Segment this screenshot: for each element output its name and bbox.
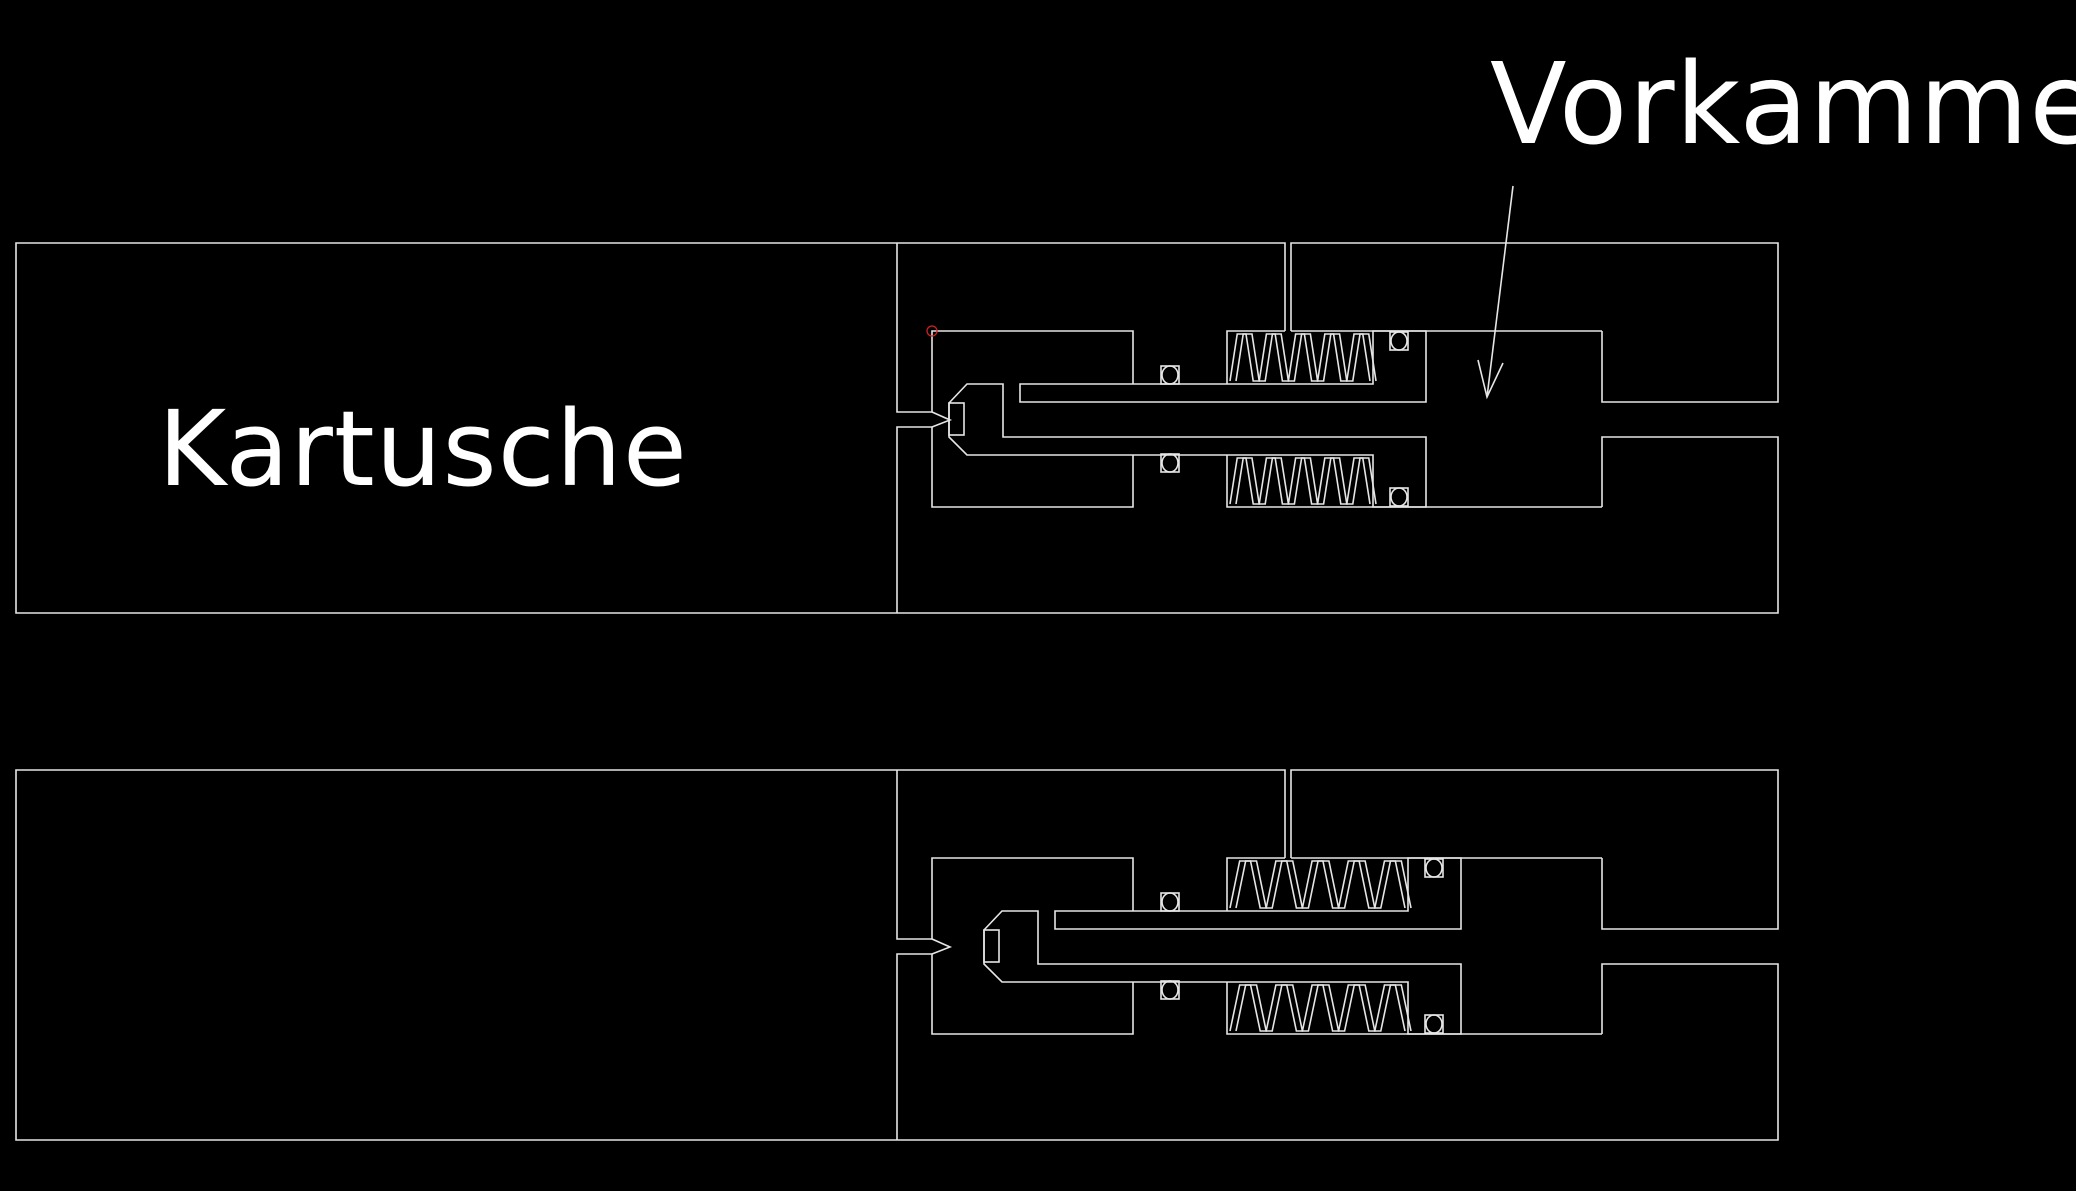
- cavity-wall: [931, 857, 1134, 939]
- housing-outline: [896, 243, 932, 413]
- cartridge-label: Kartusche: [158, 388, 688, 510]
- piston-tip: [983, 929, 1000, 963]
- piston-sleeve: [1019, 330, 1427, 403]
- cartridge-body: [15, 242, 897, 614]
- o-ring-icon: [1161, 980, 1179, 1000]
- cavity-wall: [1226, 982, 1602, 1035]
- o-ring-icon: [1390, 487, 1408, 507]
- spring: [1229, 984, 1406, 1032]
- housing-outline: [897, 963, 1779, 1141]
- o-ring-icon: [1161, 453, 1179, 473]
- cartridge-body: [15, 769, 897, 1141]
- prechamber-arrow: [1477, 185, 1514, 400]
- marker-icon: [926, 325, 938, 337]
- housing-outline: [1290, 242, 1779, 403]
- housing-outline: [1290, 769, 1779, 930]
- o-ring-icon: [1161, 365, 1179, 385]
- piston: [983, 857, 1462, 1035]
- spring: [1229, 333, 1371, 382]
- spring: [1235, 860, 1412, 909]
- nozzle-notch: [931, 938, 953, 955]
- housing-outline: [896, 426, 932, 613]
- assembly-bottom: [15, 769, 1779, 1141]
- spring: [1235, 457, 1377, 505]
- spring: [1229, 457, 1371, 505]
- o-ring-icon: [1425, 858, 1443, 878]
- spring: [1229, 860, 1406, 909]
- spring: [1235, 333, 1377, 382]
- piston-sleeve: [1054, 857, 1462, 930]
- o-ring-icon: [1390, 331, 1408, 351]
- housing-outline: [896, 953, 932, 1140]
- housing-outline: [897, 436, 1779, 614]
- housing-outline: [897, 242, 1286, 331]
- spring: [1235, 984, 1412, 1032]
- housing-outline: [897, 769, 1286, 858]
- prechamber-label: Vorkammer: [1490, 40, 2076, 170]
- assembly-top: [15, 242, 1779, 614]
- cavity-wall: [931, 954, 1134, 1035]
- piston-tip: [948, 402, 965, 436]
- o-ring-icon: [1425, 1014, 1443, 1034]
- piston-body: [983, 910, 1462, 1035]
- piston-body: [948, 383, 1427, 508]
- cavity-wall: [1226, 330, 1285, 384]
- cavity-wall: [1226, 857, 1285, 911]
- cavity-wall: [931, 427, 1134, 508]
- cavity-wall: [1226, 455, 1602, 508]
- piston: [948, 330, 1427, 508]
- o-ring-icon: [1161, 892, 1179, 912]
- cavity-wall: [931, 330, 1134, 412]
- housing-outline: [896, 770, 932, 940]
- nozzle-notch: [931, 411, 953, 428]
